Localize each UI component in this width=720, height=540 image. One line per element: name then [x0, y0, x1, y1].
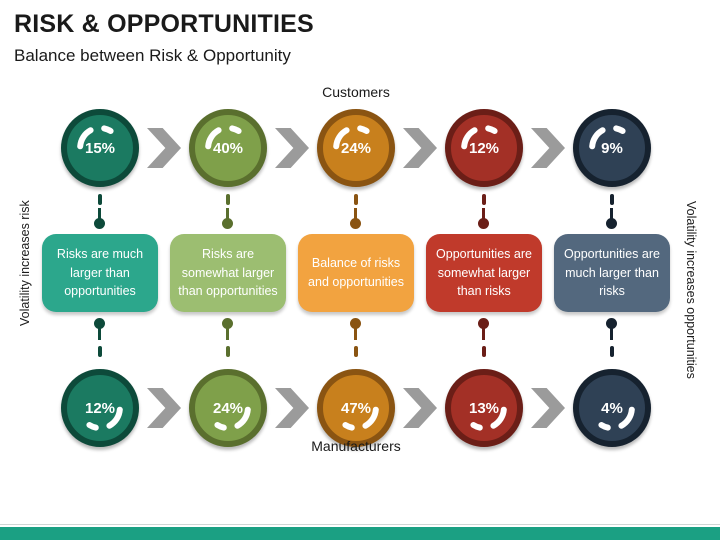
arrow-right-icon: [403, 128, 437, 168]
shine-highlight-icon: [77, 125, 114, 150]
connector-dash: [610, 194, 614, 205]
shine-highlight-icon: [86, 406, 123, 431]
connector-stem: [226, 327, 229, 340]
percent-value: 4%: [601, 399, 623, 417]
customers-circle-4: 12%: [445, 109, 523, 187]
right-axis-label: Volatility increases opportunities: [684, 201, 698, 379]
connector-stem: [482, 208, 485, 221]
connector-stem: [98, 327, 101, 340]
shine-highlight-icon: [598, 406, 635, 431]
connector-dash: [354, 194, 358, 205]
percent-value: 9%: [601, 139, 623, 157]
page-title: RISK & OPPORTUNITIES: [14, 10, 314, 38]
connector-dot: [94, 318, 105, 329]
customers-circle-5: 9%: [573, 109, 651, 187]
connector-stem: [226, 208, 229, 221]
connector-dot: [478, 218, 489, 229]
percent-value: 40%: [212, 139, 244, 157]
percent-value: 15%: [84, 139, 116, 157]
percent-value: 12%: [84, 399, 116, 417]
risk-balance-box-1: Risks are much larger than opportunities: [42, 234, 158, 312]
connector-dash: [98, 346, 102, 357]
manufacturers-label: Manufacturers: [311, 438, 401, 454]
arrow-right-icon: [275, 128, 309, 168]
connector-stem: [610, 327, 613, 340]
arrow-right-icon: [403, 388, 437, 428]
connector-dash: [482, 194, 486, 205]
risk-balance-box-2: Risks are somewhat larger than opportuni…: [170, 234, 286, 312]
connector-dot: [222, 218, 233, 229]
shine-highlight-icon: [461, 125, 498, 150]
manufacturers-circle-4: 13%: [445, 369, 523, 447]
connector-dash: [610, 346, 614, 357]
shine-highlight-icon: [342, 406, 379, 431]
customers-circle-2: 40%: [189, 109, 267, 187]
percent-value: 24%: [340, 139, 372, 157]
shine-highlight-icon: [333, 125, 370, 150]
connector-stem: [354, 208, 357, 221]
shine-highlight-icon: [214, 406, 251, 431]
page-subtitle: Balance between Risk & Opportunity: [14, 46, 291, 65]
arrow-right-icon: [147, 128, 181, 168]
percent-value: 24%: [212, 399, 244, 417]
connector-dot: [222, 318, 233, 329]
manufacturers-circle-3: 47%: [317, 369, 395, 447]
customers-label: Customers: [322, 84, 390, 100]
arrow-right-icon: [531, 388, 565, 428]
shine-highlight-icon: [470, 406, 507, 431]
arrow-right-icon: [275, 388, 309, 428]
manufacturers-circle-2: 24%: [189, 369, 267, 447]
footer-bar: [0, 527, 720, 540]
percent-value: 47%: [340, 399, 372, 417]
connector-dot: [350, 318, 361, 329]
connector-dash: [226, 194, 230, 205]
risk-balance-box-3: Balance of risks and opportunities: [298, 234, 414, 312]
manufacturers-circle-1: 12%: [61, 369, 139, 447]
footer-divider: [0, 524, 720, 525]
connector-dot: [94, 218, 105, 229]
customers-circle-1: 15%: [61, 109, 139, 187]
connector-stem: [98, 208, 101, 221]
percent-value: 12%: [468, 139, 500, 157]
connector-dot: [350, 218, 361, 229]
connector-dot: [478, 318, 489, 329]
connector-dash: [98, 194, 102, 205]
percent-value: 13%: [468, 399, 500, 417]
connector-stem: [610, 208, 613, 221]
connector-dash: [354, 346, 358, 357]
connector-stem: [354, 327, 357, 340]
customers-circle-3: 24%: [317, 109, 395, 187]
risk-balance-box-4: Opportunities are somewhat larger than r…: [426, 234, 542, 312]
arrow-right-icon: [147, 388, 181, 428]
connector-dot: [606, 318, 617, 329]
risk-balance-box-5: Opportunities are much larger than risks: [554, 234, 670, 312]
connector-dash: [226, 346, 230, 357]
shine-highlight-icon: [205, 125, 242, 150]
connector-stem: [482, 327, 485, 340]
connector-dot: [606, 218, 617, 229]
left-axis-label: Volatility increases risk: [18, 200, 32, 326]
connector-dash: [482, 346, 486, 357]
shine-highlight-icon: [589, 125, 626, 150]
arrow-right-icon: [531, 128, 565, 168]
manufacturers-circle-5: 4%: [573, 369, 651, 447]
